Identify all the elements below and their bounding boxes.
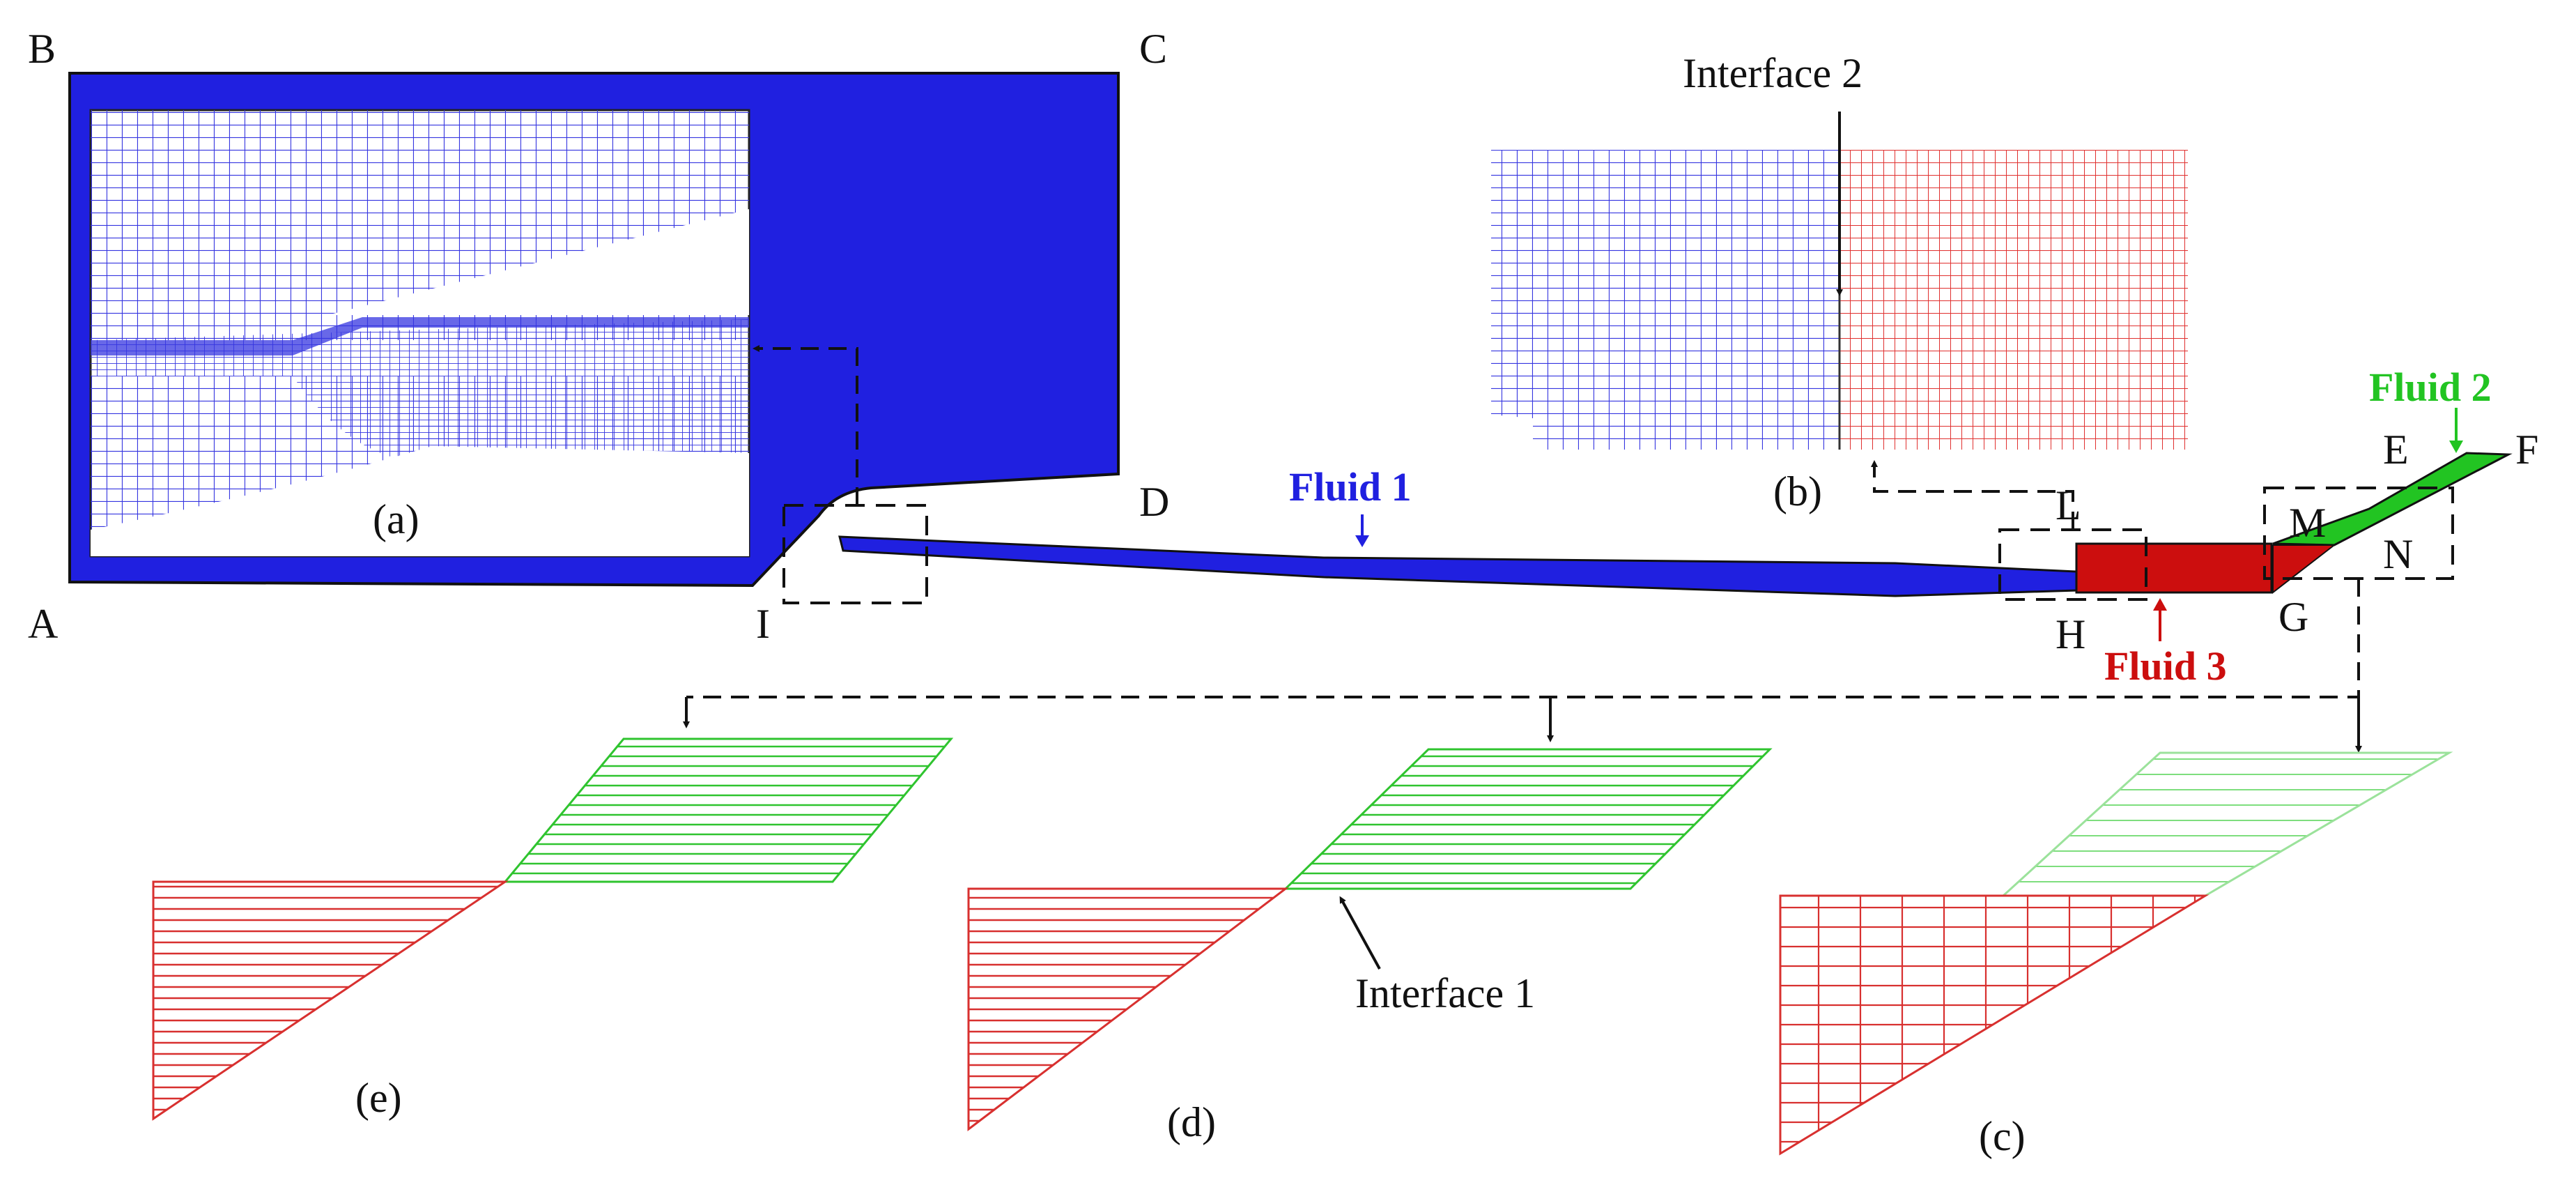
label-a: A [28,601,58,647]
label-m: M [2289,500,2326,546]
label-h: H [2056,611,2085,657]
fluid-1-arrowhead [1355,535,1369,547]
label-g: G [2278,594,2308,640]
fluid-1-label: Fluid 1 [1289,464,1412,510]
interface-1-arrow [1339,896,1381,970]
interface-1-label: Interface 1 [1355,970,1535,1016]
panel-label-c: (c) [1979,1113,2026,1159]
connector-a [753,345,858,505]
inset-a [89,109,750,558]
panel-d [967,748,1773,1132]
panel-c-green [2000,751,2453,897]
panel-label-d: (d) [1167,1099,1216,1145]
label-c: C [1139,26,1167,72]
fluid-3-label: Fluid 3 [2104,643,2227,689]
label-f: F [2515,427,2538,473]
fluid-2-arrowhead [2449,441,2463,453]
connector-b [1871,460,2074,530]
label-d: D [1139,479,1169,525]
panel-d-green [1283,748,1773,890]
inset-a-lower-blank [91,446,749,556]
panel-e-green [502,737,954,883]
panel-e [152,737,954,1121]
inset-b-blue-mesh [1491,150,1840,450]
zoom-box-a [782,504,928,604]
label-e: E [2383,427,2409,473]
label-b: B [28,26,56,72]
interface-2-label: Interface 2 [1683,50,1862,96]
fluid-2-label: Fluid 2 [2369,365,2492,410]
panel-label-e: (e) [355,1075,402,1121]
panel-d-red [967,887,1289,1132]
inset-b [1491,150,2188,450]
inset-b-blue-corner [1491,415,1533,450]
panel-e-red [152,880,509,1121]
panel-label-a: (a) [373,496,419,542]
inset-a-blank-wedge [327,209,749,315]
fluid-3-arrowhead [2153,598,2167,611]
fluid-3-tip [2272,544,2336,595]
panel-c [1779,751,2453,1156]
panel-label-b: (b) [1773,468,1822,514]
inset-a-channel-dense [91,317,749,355]
panel-c-red [1779,894,2209,1156]
fluid-1-channel [838,535,2078,597]
inset-b-red-mesh [1840,150,2188,450]
label-i: I [756,601,770,647]
fluid-3-region [2075,542,2273,594]
label-n: N [2383,531,2413,577]
label-l: L [2056,482,2081,528]
